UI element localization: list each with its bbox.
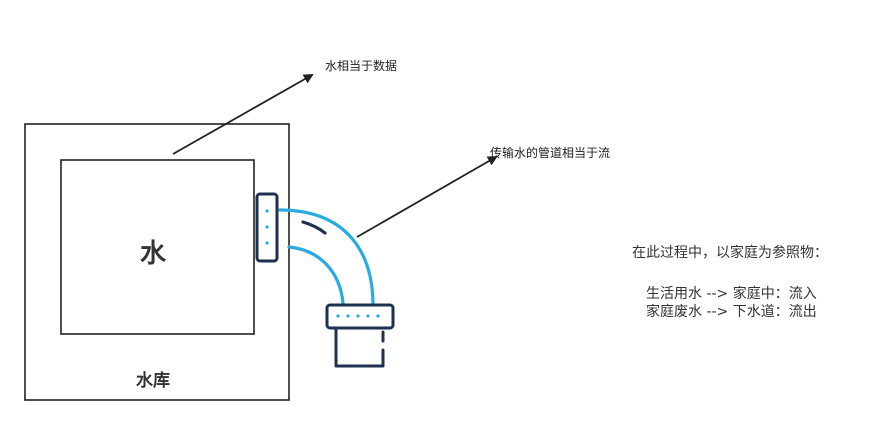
stream-annotation: 传输水的管道相当于流 — [490, 146, 611, 160]
explanation-line-inflow: 生活用水 --> 家庭中：流入 — [646, 286, 817, 302]
reservoir-frame — [24, 123, 290, 401]
drain-fitting-icon — [325, 303, 395, 368]
pipe-icon — [278, 208, 375, 305]
arrow-to-stream-label — [356, 156, 498, 238]
explanation-line-outflow: 家庭废水 --> 下水道：流出 — [646, 304, 817, 320]
outlet-fitting-icon — [255, 192, 279, 263]
data-annotation: 水相当于数据 — [325, 59, 398, 73]
reservoir-label: 水库 — [136, 371, 170, 391]
water-box — [60, 159, 255, 335]
explanation-heading: 在此过程中，以家庭为参照物： — [632, 245, 828, 261]
water-label: 水 — [140, 239, 167, 269]
arrow-to-data-label — [172, 74, 314, 155]
